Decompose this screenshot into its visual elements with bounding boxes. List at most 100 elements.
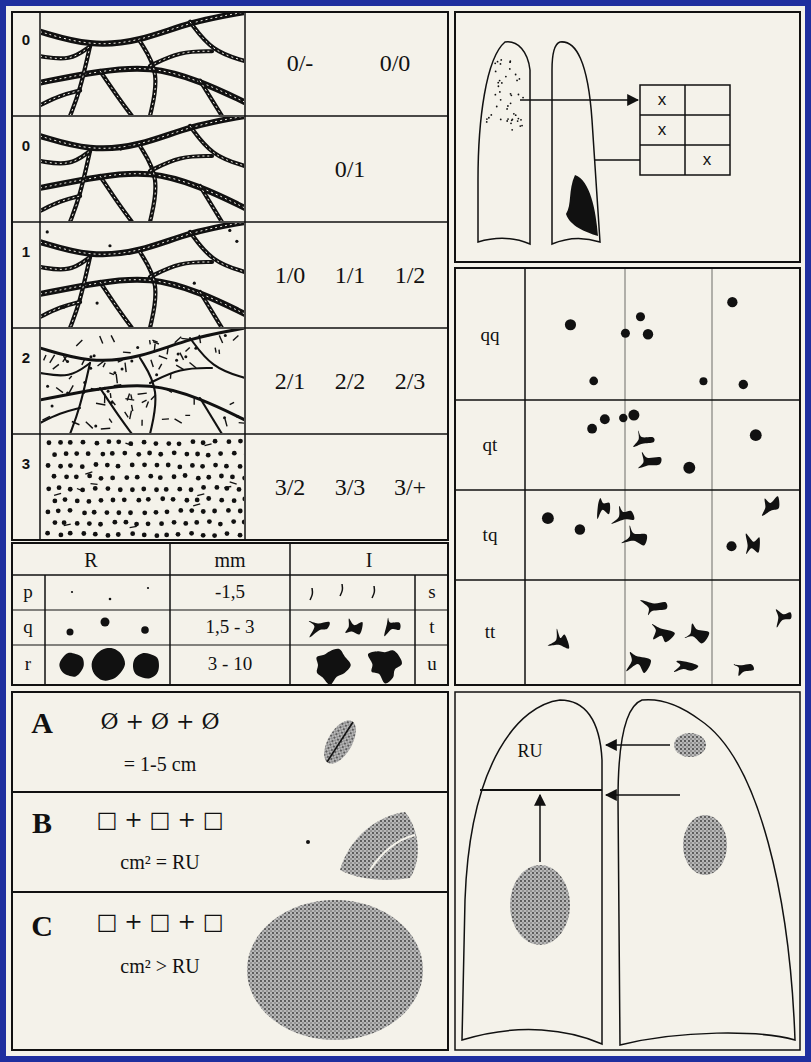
combination-samples — [542, 297, 792, 676]
round-opacity — [101, 618, 110, 627]
opacity-dot — [45, 531, 50, 536]
irregular-opacity — [368, 650, 402, 683]
opacity-dot — [142, 440, 147, 445]
size-code: t — [429, 617, 434, 638]
round-opacity — [109, 598, 112, 601]
opacity-dot — [87, 499, 92, 504]
profusion-subcategory: 1/2 — [395, 262, 426, 288]
vessel-hatch — [100, 71, 132, 115]
opacity-dot — [177, 487, 182, 492]
opacity-dot — [80, 464, 85, 469]
grid-line — [44, 575, 46, 685]
opacity-dot — [75, 499, 80, 504]
vessel-hatch — [41, 223, 244, 254]
opacity-dot — [507, 105, 509, 107]
round-opacity — [565, 319, 576, 330]
profusion-subcategory: 2/3 — [395, 368, 426, 394]
opacity-dash — [125, 412, 129, 417]
opacity-dot — [500, 119, 502, 121]
vessel-hatch — [41, 196, 80, 211]
vessel-hatch — [41, 174, 244, 208]
opacity-dot — [236, 415, 239, 418]
lung-outline — [478, 42, 530, 244]
opacity-dash — [214, 348, 216, 353]
vessel — [41, 386, 244, 420]
opacity-dot — [136, 346, 139, 349]
opacity-dash — [225, 419, 227, 426]
opacity-dot — [113, 371, 116, 374]
grid-line — [12, 433, 448, 435]
vessel — [41, 329, 244, 360]
opacity-dot — [154, 487, 159, 492]
opacity-dash — [181, 338, 190, 339]
opacity-dot — [505, 76, 507, 78]
round-opacity — [71, 591, 73, 593]
vessel-hatch — [41, 151, 90, 163]
criterion: cm² = RU — [120, 851, 200, 873]
opacity-dot — [116, 532, 121, 537]
opacity-dash — [141, 420, 142, 426]
zone-mark: x — [703, 151, 712, 170]
grid-line — [39, 12, 41, 540]
opacity-dot — [75, 521, 80, 526]
opacity-dot — [122, 451, 127, 456]
opacity-dot — [68, 508, 73, 513]
opacity-dash — [91, 483, 98, 485]
category-letter: B — [32, 806, 52, 839]
opacity-dash — [230, 482, 237, 484]
irregular-opacity — [548, 629, 570, 649]
opacity-dash — [127, 393, 129, 400]
opacity-dot — [155, 373, 158, 376]
opacity-dot — [106, 486, 111, 491]
opacity-dot — [184, 452, 189, 457]
opacity-dash — [53, 364, 59, 369]
opacity-dot — [212, 509, 217, 514]
opacity-dot — [94, 462, 99, 467]
profusion-subcategory: 3/3 — [335, 474, 366, 500]
opacity-dot — [51, 404, 54, 407]
table-header: I — [366, 549, 373, 571]
vessel — [200, 398, 222, 433]
opacity-dot — [237, 487, 242, 492]
vessel — [41, 302, 80, 317]
grid-line — [455, 399, 800, 401]
opacity-dash — [50, 355, 55, 363]
opacity-dot — [212, 533, 217, 538]
opacity-dot — [124, 520, 129, 525]
grid-line — [12, 327, 448, 329]
vessel — [200, 81, 222, 115]
opacity-dot — [194, 347, 197, 350]
opacity-dash — [138, 393, 147, 394]
opacity-dot — [230, 475, 235, 480]
vessel-hatch — [41, 46, 90, 58]
opacity-dot — [516, 79, 518, 81]
lung-texture — [41, 223, 244, 327]
opacity-dot — [509, 68, 511, 70]
opacity-dot — [486, 118, 488, 120]
opacity-dot — [224, 464, 229, 469]
opacity-dash — [56, 388, 63, 393]
vessel — [41, 280, 244, 314]
round-opacity — [542, 512, 554, 524]
opacity-dot — [519, 125, 521, 127]
opacity-dot — [89, 355, 92, 358]
size-range: 3 - 10 — [208, 654, 252, 675]
opacity-dot — [206, 453, 211, 458]
opacity-dot — [227, 439, 232, 444]
round-opacity — [619, 414, 627, 422]
size-code: u — [427, 654, 437, 675]
opacity-dot — [500, 63, 502, 65]
grid-line — [524, 268, 526, 685]
round-opacity — [643, 329, 653, 339]
opacity-dot — [490, 114, 492, 116]
profusion-subcategory: 1/1 — [335, 262, 366, 288]
opacity-dot — [99, 498, 104, 503]
vessel-hatch — [140, 41, 155, 115]
opacity-dot — [89, 367, 92, 370]
opacity-dash — [125, 399, 134, 401]
opacity-dot — [94, 425, 97, 428]
opacity-dot — [46, 230, 49, 233]
opacity-dash — [142, 400, 147, 402]
opacity-dash — [199, 335, 200, 343]
round-opacity — [133, 653, 159, 678]
